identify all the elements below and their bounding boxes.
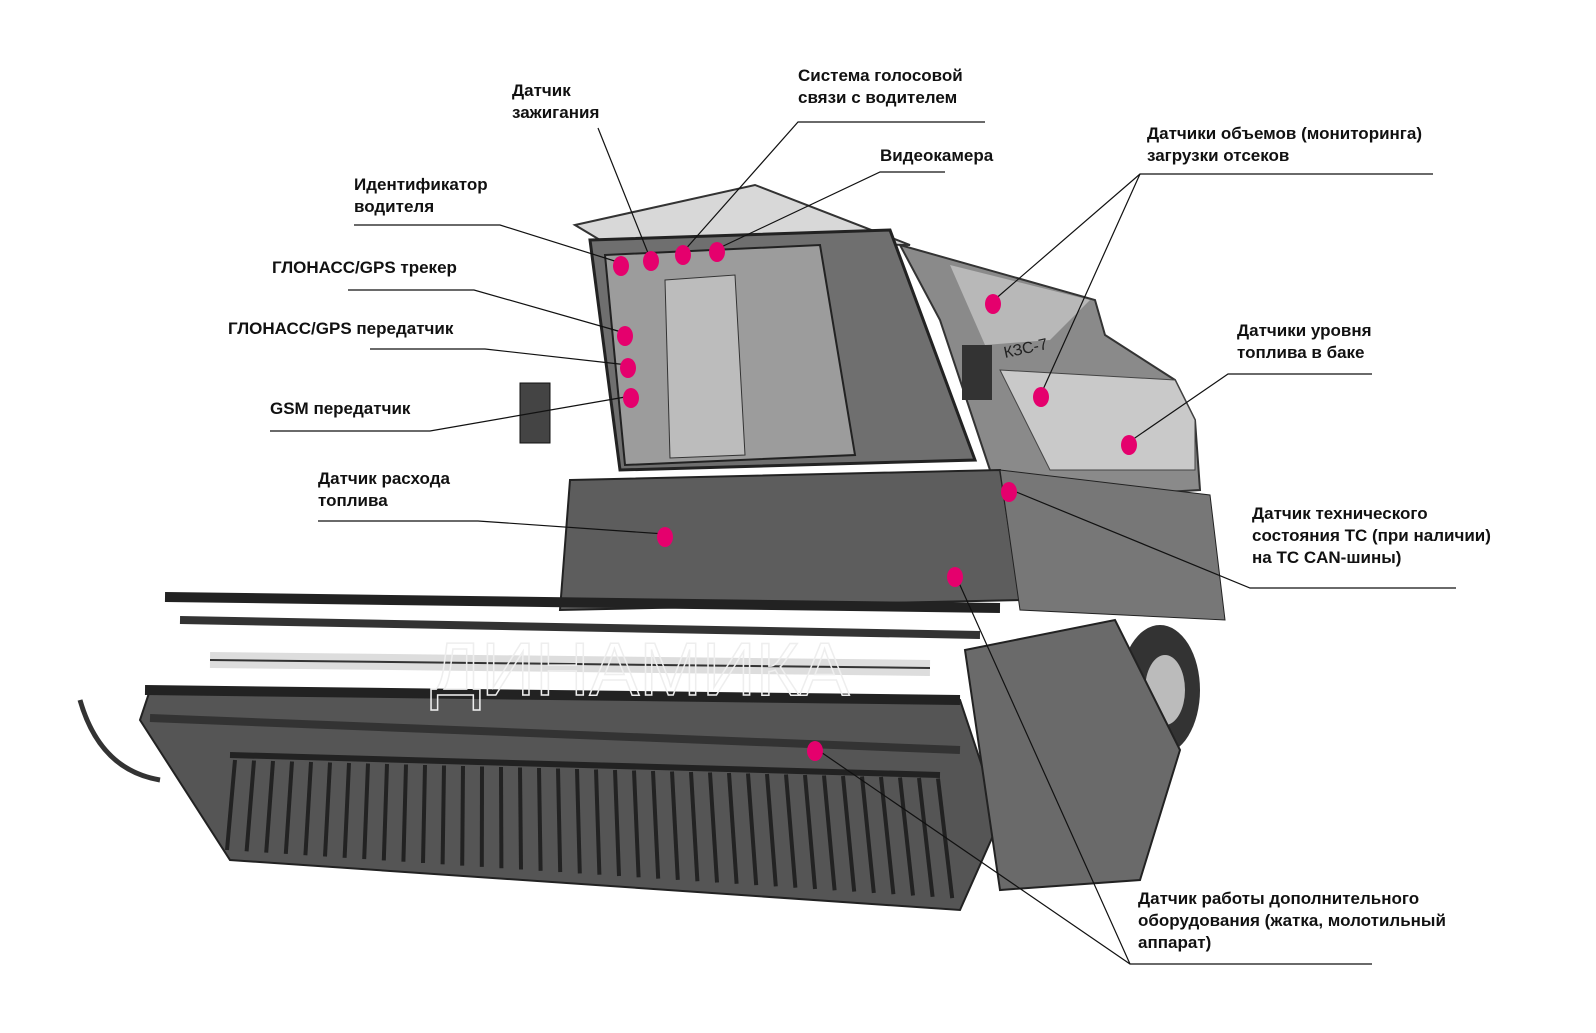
leader-line bbox=[1008, 488, 1456, 589]
label-ignition-sensor: Датчик зажигания bbox=[512, 81, 600, 122]
label-gps-transmitter: ГЛОНАСС/GPS передатчик bbox=[228, 319, 454, 338]
sensor-marker bbox=[1033, 387, 1049, 407]
leader-line bbox=[1040, 173, 1141, 395]
sensor-marker bbox=[1121, 435, 1137, 455]
watermark: ДИНАМИКА bbox=[431, 627, 850, 711]
sensor-marker bbox=[657, 527, 673, 547]
label-driver-identifier: Идентификатор водителя bbox=[354, 175, 488, 216]
sensor-marker bbox=[643, 251, 659, 271]
sensor-marker bbox=[617, 326, 633, 346]
label-video-camera: Видеокамера bbox=[880, 146, 994, 165]
sensor-marker bbox=[620, 358, 636, 378]
sensor-marker bbox=[807, 741, 823, 761]
leader-line bbox=[716, 171, 945, 250]
leader-line bbox=[354, 224, 622, 264]
leader-line bbox=[270, 395, 632, 432]
label-voice-system: Система голосовой связи с водителем bbox=[798, 66, 963, 107]
label-fuel-flow-sensor: Датчик расхода топлива bbox=[318, 469, 450, 510]
sensor-marker bbox=[613, 256, 629, 276]
leader-line bbox=[954, 573, 1131, 965]
sensor-marker bbox=[709, 242, 725, 262]
label-gps-tracker: ГЛОНАСС/GPS трекер bbox=[272, 258, 457, 277]
label-bin-volume-sensors: Датчики объемов (мониторинга) загрузки о… bbox=[1147, 124, 1422, 165]
leader-line bbox=[682, 121, 985, 253]
leader-line bbox=[370, 348, 629, 366]
sensor-marker bbox=[1001, 482, 1017, 502]
label-equipment-sensor: Датчик работы дополнительного оборудован… bbox=[1138, 889, 1446, 952]
leader-line bbox=[992, 173, 1433, 302]
label-fuel-level-sensors: Датчики уровня топлива в баке bbox=[1237, 321, 1372, 362]
leader-line bbox=[1128, 373, 1372, 443]
leader-line bbox=[597, 127, 651, 259]
leader-line bbox=[348, 289, 626, 334]
label-gsm-transmitter: GSM передатчик bbox=[270, 399, 411, 418]
sensor-marker bbox=[947, 567, 963, 587]
sensor-marker bbox=[675, 245, 691, 265]
leader-line bbox=[318, 520, 666, 535]
label-can-bus-sensor: Датчик технического состояния ТС (при на… bbox=[1252, 504, 1491, 567]
sensor-marker bbox=[985, 294, 1001, 314]
sensor-marker bbox=[623, 388, 639, 408]
